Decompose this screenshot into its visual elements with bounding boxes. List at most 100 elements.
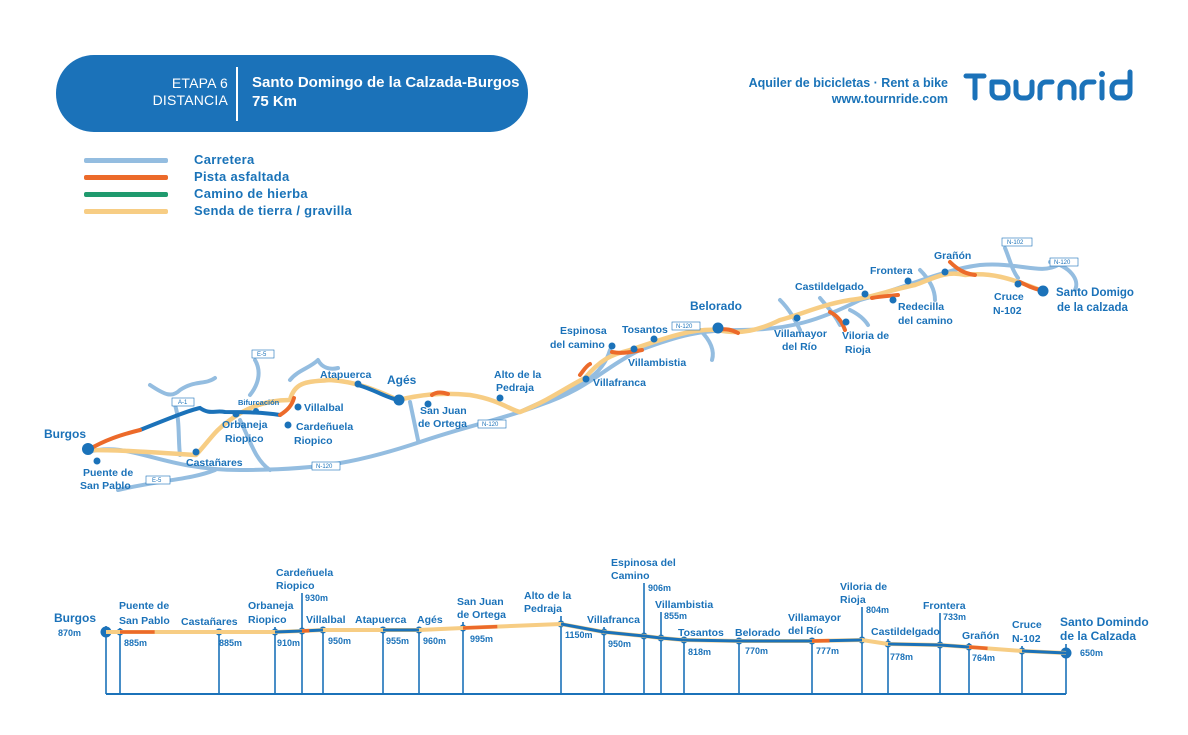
svg-text:Agés: Agés <box>387 373 417 387</box>
svg-text:Frontera: Frontera <box>870 265 913 277</box>
svg-text:Bifurcación: Bifurcación <box>238 398 280 407</box>
legend-label: Pista asfaltada <box>194 169 290 184</box>
map-place-ages: Agés <box>387 373 417 406</box>
svg-text:Espinosa: Espinosa <box>560 325 607 337</box>
profile-point <box>735 637 743 645</box>
profile-point-name: Santo Domindo <box>1060 615 1149 629</box>
map-place-redecilla: Redecilla del camino <box>889 296 953 327</box>
svg-text:Puente de: Puente de <box>83 467 133 479</box>
profile-point-name: Orbaneja <box>248 600 294 612</box>
profile-point-elevation: 870m <box>58 628 81 638</box>
svg-text:de Ortega: de Ortega <box>418 418 467 430</box>
profile-point-name: Espinosa del <box>611 557 676 569</box>
svg-text:E-5: E-5 <box>257 352 267 358</box>
profile-road-segment <box>683 638 812 643</box>
profile-road-segment <box>887 642 970 649</box>
profile-point-name: N-102 <box>1012 633 1041 645</box>
stage-values: Santo Domingo de la Calzada-Burgos 75 Km <box>252 73 520 111</box>
svg-text:Villamayor: Villamayor <box>774 328 827 340</box>
profile-dirt-line <box>106 621 1067 655</box>
svg-text:Rioja: Rioja <box>845 344 871 356</box>
profile-point-elevation: 910m <box>277 638 300 648</box>
svg-text:Villambistia: Villambistia <box>628 357 686 369</box>
map-place-castildelgado: Castildelgado <box>795 281 869 298</box>
profile-point <box>657 634 665 642</box>
distance-label: DISTANCIA <box>152 92 228 108</box>
brand-url[interactable]: www.tournride.com <box>831 92 948 106</box>
svg-text:N-120: N-120 <box>316 464 333 470</box>
profile-point-elevation: 930m <box>305 593 328 603</box>
route-road-main <box>138 383 400 432</box>
svg-text:del camino: del camino <box>550 339 605 351</box>
profile-point-elevation: 950m <box>608 639 631 649</box>
map-place-villalbal: Villalbal <box>294 402 344 414</box>
brand-info: Aquiler de bicicletas · Rent a bike www.… <box>726 75 948 107</box>
profile-road-segment <box>603 630 685 642</box>
profile-stems <box>100 583 1072 695</box>
svg-text:Riopico: Riopico <box>294 435 333 447</box>
profile-point-elevation: 770m <box>745 646 768 656</box>
brand-tagline: Aquiler de bicicletas · Rent a bike <box>748 76 948 90</box>
profile-point <box>640 632 648 640</box>
profile-point-name: San Juan <box>457 596 504 608</box>
profile-point-name: Riopico <box>248 614 287 626</box>
map-place-tosantos: Tosantos <box>622 324 668 343</box>
profile-point-elevation: 1150m <box>565 630 593 640</box>
legend-label: Camino de hierba <box>194 186 308 201</box>
profile-point-name: de Ortega <box>457 609 506 621</box>
map-place-atapuerca: Atapuerca <box>320 369 372 388</box>
profile-point <box>936 641 944 649</box>
profile-line <box>106 621 1067 655</box>
profile-road-segment <box>274 628 324 634</box>
legend-label: Carretera <box>194 152 255 167</box>
profile-point <box>459 624 467 632</box>
profile-point-elevation: 960m <box>423 636 446 646</box>
profile-point <box>1060 647 1072 659</box>
profile-paved-segment <box>968 645 988 651</box>
profile-point <box>808 637 816 645</box>
svg-text:Castildelgado: Castildelgado <box>795 281 864 293</box>
svg-text:Burgos: Burgos <box>44 427 86 441</box>
profile-point-name: Alto de la <box>524 590 571 602</box>
profile-point <box>116 628 124 636</box>
road-label-n120-a: N-120 <box>311 461 341 471</box>
svg-text:Cardeñuela: Cardeñuela <box>296 421 353 433</box>
svg-text:Redecilla: Redecilla <box>898 301 944 313</box>
profile-point <box>415 626 423 634</box>
svg-text:Belorado: Belorado <box>690 299 742 313</box>
svg-text:de la calzada: de la calzada <box>1057 302 1129 314</box>
profile-point-name: Burgos <box>54 611 96 625</box>
road-label-e5-north: E-5 <box>251 349 275 359</box>
legend-item-grass: Camino de hierba <box>84 186 404 203</box>
svg-text:N-102: N-102 <box>1007 240 1024 246</box>
profile-point-elevation: 906m <box>648 583 671 593</box>
svg-text:Riopico: Riopico <box>225 433 264 445</box>
profile-point-elevation: 885m <box>219 638 242 648</box>
profile-point-name: Villafranca <box>587 614 640 626</box>
svg-text:del camino: del camino <box>898 315 953 327</box>
profile-point-name: Grañón <box>962 630 999 642</box>
profile-point-elevation: 885m <box>124 638 147 648</box>
stage-labels: ETAPA 6 DISTANCIA <box>128 75 228 109</box>
legend: Carretera Pista asfaltada Camino de hier… <box>84 152 404 220</box>
map-place-granon: Grañón <box>934 250 971 276</box>
svg-text:N-120: N-120 <box>1054 260 1071 266</box>
profile-point-name: Villambistia <box>655 599 713 611</box>
profile-point <box>557 620 565 628</box>
profile-point-name: San Pablo <box>119 615 170 627</box>
svg-text:Alto de la: Alto de la <box>494 369 541 381</box>
svg-text:Cruce: Cruce <box>994 291 1024 303</box>
profile-point-elevation: 818m <box>688 647 711 657</box>
map-place-castanares: Castañares <box>186 448 243 469</box>
profile-point-name: Frontera <box>923 600 966 612</box>
svg-text:San Juan: San Juan <box>420 405 467 417</box>
profile-point-name: Agés <box>417 614 443 626</box>
profile-point-elevation: 955m <box>386 636 409 646</box>
profile-point <box>100 626 112 638</box>
profile-point-name: Villalbal <box>306 614 346 626</box>
